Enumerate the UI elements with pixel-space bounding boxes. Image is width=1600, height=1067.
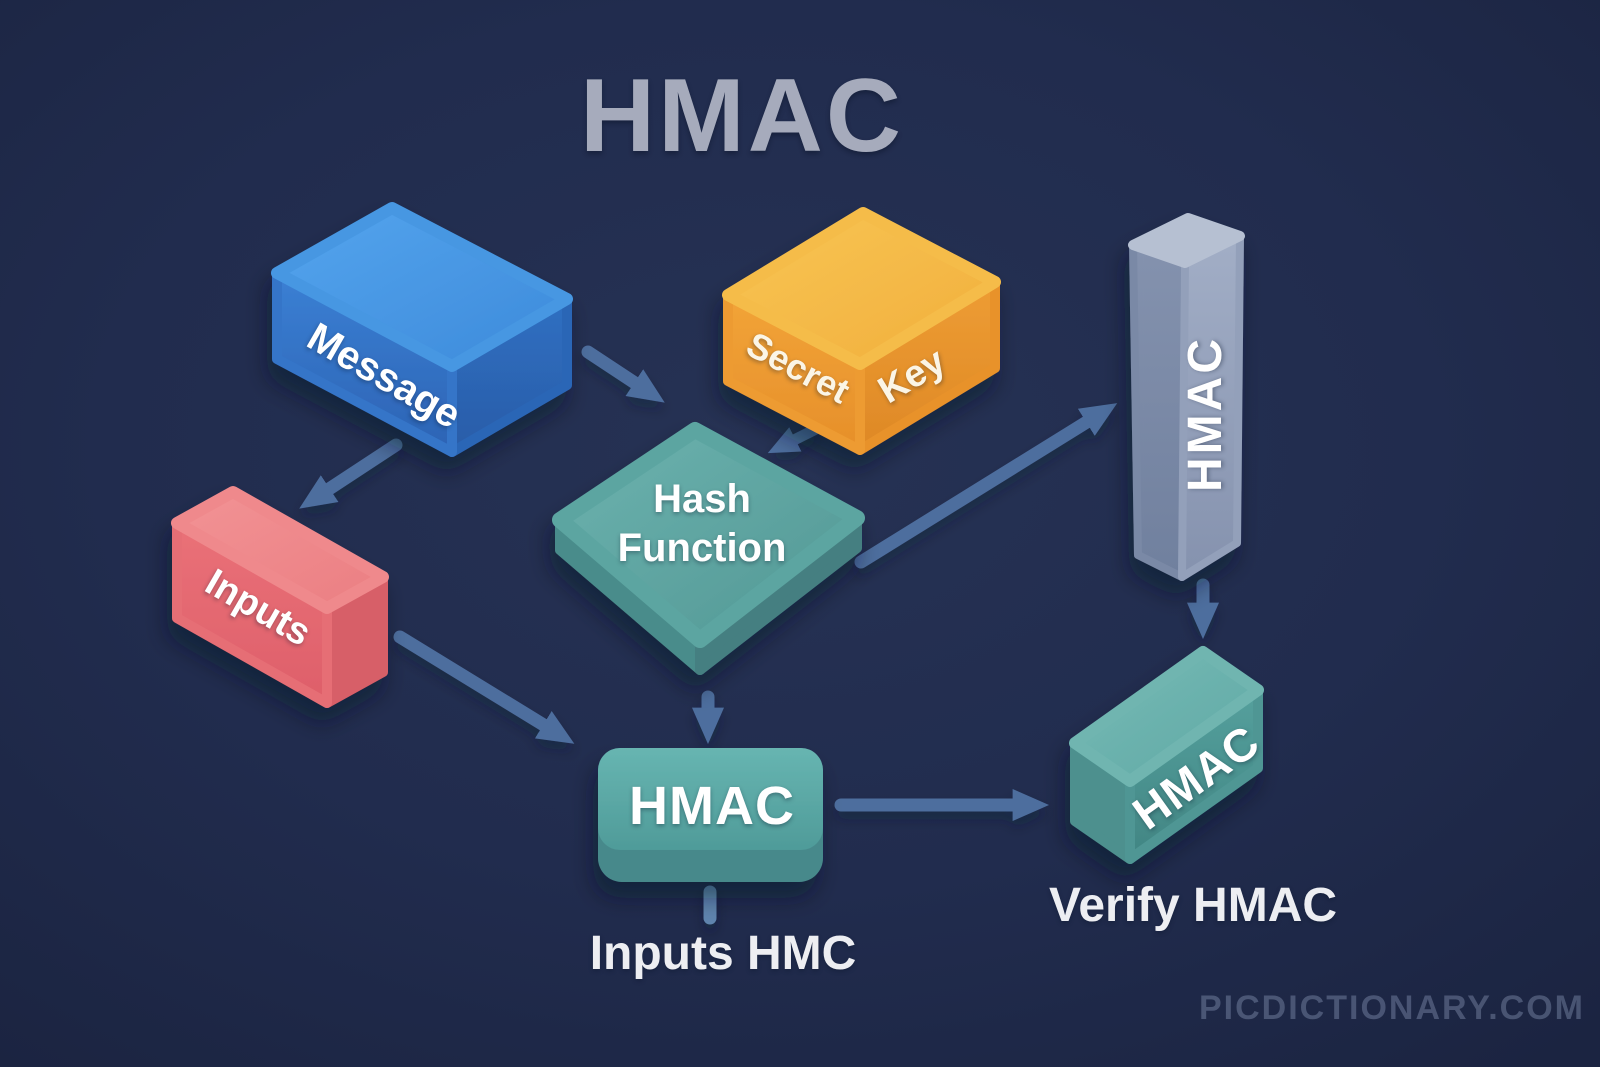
hmac-verify-box-top-face [1069, 646, 1264, 787]
hash-function-top-face [552, 422, 865, 648]
inputs-hmc-caption: Inputs HMC [589, 927, 857, 980]
hmac-pillar-label: HMAC [1179, 336, 1232, 492]
arrow-layer [299, 345, 1220, 925]
hash-function-label-line1: Hash [653, 477, 751, 522]
hmac-pillar-box [1128, 213, 1245, 581]
page-title: HMAC [580, 58, 904, 174]
hmac-pillar-left-face [1129, 241, 1189, 581]
hmac-result-label: HMAC [629, 776, 795, 836]
arrow-secretkey-to-hash-icon [767, 424, 820, 454]
hmac-pillar-top-face [1128, 213, 1245, 268]
arrow-inputs-to-hmac-icon [393, 630, 575, 744]
hmac-result-face [598, 748, 823, 850]
hash-function-label-line2: Function [617, 526, 787, 570]
hash-function-label: Hash Function [618, 475, 787, 573]
arrow-hash-to-pillar-icon [854, 403, 1118, 569]
hmac-result-box [598, 748, 823, 882]
secret-key-box-top-face [722, 207, 1001, 370]
inputs-box [171, 486, 389, 708]
message-box-top-face [271, 202, 573, 372]
verify-hmac-caption: Verify HMAC [1048, 879, 1338, 932]
hash-function-box [552, 422, 865, 675]
message-box [271, 202, 573, 457]
arrow-message-to-inputs-icon [299, 438, 403, 509]
watermark: PICDICTIONARY.COM [1199, 989, 1585, 1027]
arrow-message-to-hash-icon [581, 345, 665, 403]
inputs-box-top-face [171, 486, 389, 614]
secret-key-box [722, 207, 1001, 455]
hmac-verify-box [1069, 646, 1264, 864]
